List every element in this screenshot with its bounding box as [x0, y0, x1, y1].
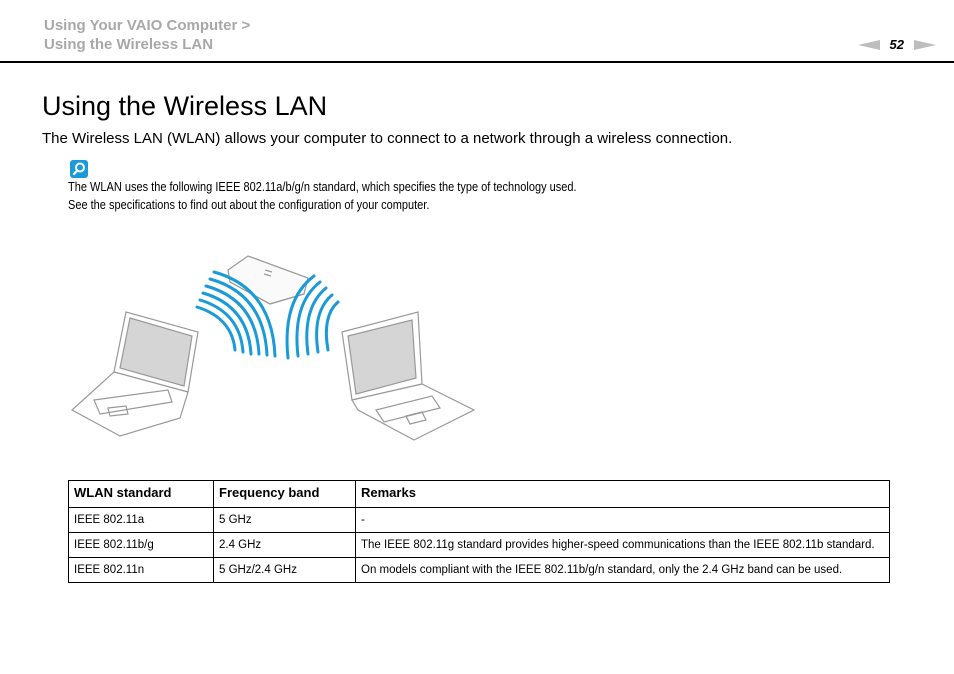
pager: 52: [857, 37, 936, 52]
laptop-left-icon: [70, 311, 199, 437]
header-divider: [0, 61, 954, 63]
header-wlan-standard: WLAN standard: [68, 480, 214, 508]
signal-waves-right-icon: [285, 274, 340, 360]
cell-remarks: The IEEE 802.11g standard provides highe…: [355, 532, 890, 558]
note-line-2: See the specifications to find out about…: [68, 198, 430, 212]
intro-text: The Wireless LAN (WLAN) allows your comp…: [42, 130, 733, 147]
header-frequency-band: Frequency band: [213, 480, 356, 508]
page-number: 52: [889, 37, 904, 52]
page-title: Using the Wireless LAN: [42, 91, 328, 121]
breadcrumb-parent[interactable]: Using Your VAIO Computer >: [44, 17, 251, 34]
table-row: IEEE 802.11n 5 GHz/2.4 GHz On models com…: [68, 557, 890, 583]
note-text: The WLAN uses the following IEEE 802.11a…: [68, 178, 577, 214]
cell-remarks: On models compliant with the IEEE 802.11…: [355, 557, 890, 583]
left-arrow-icon[interactable]: [857, 39, 880, 50]
header-remarks: Remarks: [355, 480, 890, 508]
cell-standard: IEEE 802.11a: [68, 507, 214, 533]
breadcrumb: Using Your VAIO Computer > Using the Wir…: [44, 16, 250, 54]
cell-frequency: 5 GHz/2.4 GHz: [213, 557, 356, 583]
wlan-standards-table: WLAN standard Frequency band Remarks IEE…: [68, 480, 890, 583]
laptop-right-icon: [341, 311, 476, 441]
wireless-illustration: [70, 255, 476, 441]
cell-frequency: 5 GHz: [213, 507, 356, 533]
access-point-icon: [227, 255, 309, 305]
table-row: IEEE 802.11a 5 GHz -: [68, 507, 890, 533]
cell-standard: IEEE 802.11b/g: [68, 532, 214, 558]
cell-standard: IEEE 802.11n: [68, 557, 214, 583]
signal-waves-left-icon: [195, 270, 277, 358]
note-line-1: The WLAN uses the following IEEE 802.11a…: [68, 180, 577, 194]
right-arrow-icon[interactable]: [914, 39, 936, 50]
magnifier-note-icon: [70, 160, 88, 178]
cell-frequency: 2.4 GHz: [213, 532, 356, 558]
table-row: IEEE 802.11b/g 2.4 GHz The IEEE 802.11g …: [68, 532, 890, 558]
cell-remarks: -: [355, 507, 890, 533]
table-header-row: WLAN standard Frequency band Remarks: [68, 480, 890, 508]
breadcrumb-current[interactable]: Using the Wireless LAN: [44, 36, 214, 53]
